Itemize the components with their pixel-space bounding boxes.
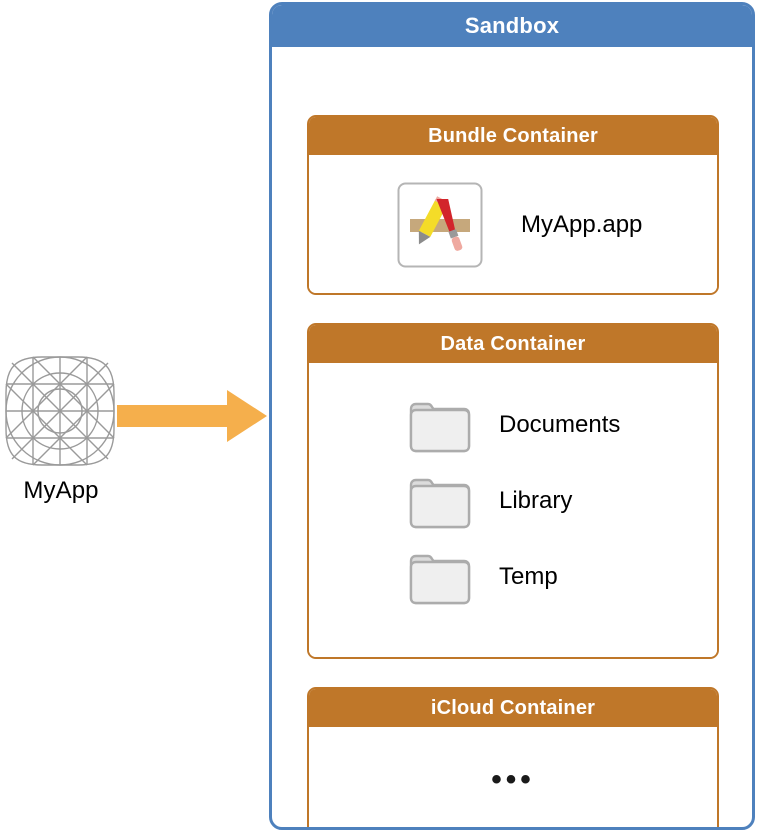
list-item[interactable]: Temp: [409, 539, 717, 615]
icloud-container-title: iCloud Container: [430, 696, 596, 719]
sandbox-title: Sandbox: [464, 13, 560, 38]
folder-icon: [409, 549, 471, 605]
icloud-container-content: •••: [309, 727, 717, 827]
xcode-app-bundle-icon: [397, 182, 483, 268]
list-item[interactable]: MyApp.app: [309, 155, 717, 293]
data-container: Data Container Documents: [307, 323, 719, 659]
app-node-label: MyApp: [23, 477, 99, 504]
data-container-header: Data Container: [309, 325, 717, 363]
app-node: MyApp: [2, 353, 120, 505]
list-item-label: Temp: [499, 563, 558, 590]
folder-icon: [409, 397, 471, 453]
ellipsis-placeholder: •••: [491, 763, 535, 796]
sandbox-panel: Sandbox Bundle Container: [269, 2, 755, 830]
folder-list: Documents Library: [309, 363, 717, 615]
right-arrow-icon: [117, 388, 269, 444]
app-grid-template-icon: [2, 353, 118, 469]
list-item-label: MyApp.app: [521, 211, 643, 238]
bundle-container: Bundle Container: [307, 115, 719, 295]
icloud-container: iCloud Container •••: [307, 687, 719, 827]
list-item-label: Library: [499, 487, 573, 514]
bundle-container-header: Bundle Container: [309, 117, 717, 155]
bundle-container-content: MyApp.app: [309, 155, 717, 293]
list-item-label: Documents: [499, 411, 621, 438]
sandbox-title-bar: Sandbox: [272, 5, 752, 47]
data-container-title: Data Container: [440, 332, 586, 355]
data-container-content: Documents Library: [309, 363, 717, 657]
bundle-container-title: Bundle Container: [428, 124, 598, 147]
list-item[interactable]: Documents: [409, 387, 717, 463]
folder-icon: [409, 473, 471, 529]
list-item[interactable]: Library: [409, 463, 717, 539]
icloud-container-header: iCloud Container: [309, 689, 717, 727]
sandbox-body: Bundle Container: [272, 47, 752, 827]
